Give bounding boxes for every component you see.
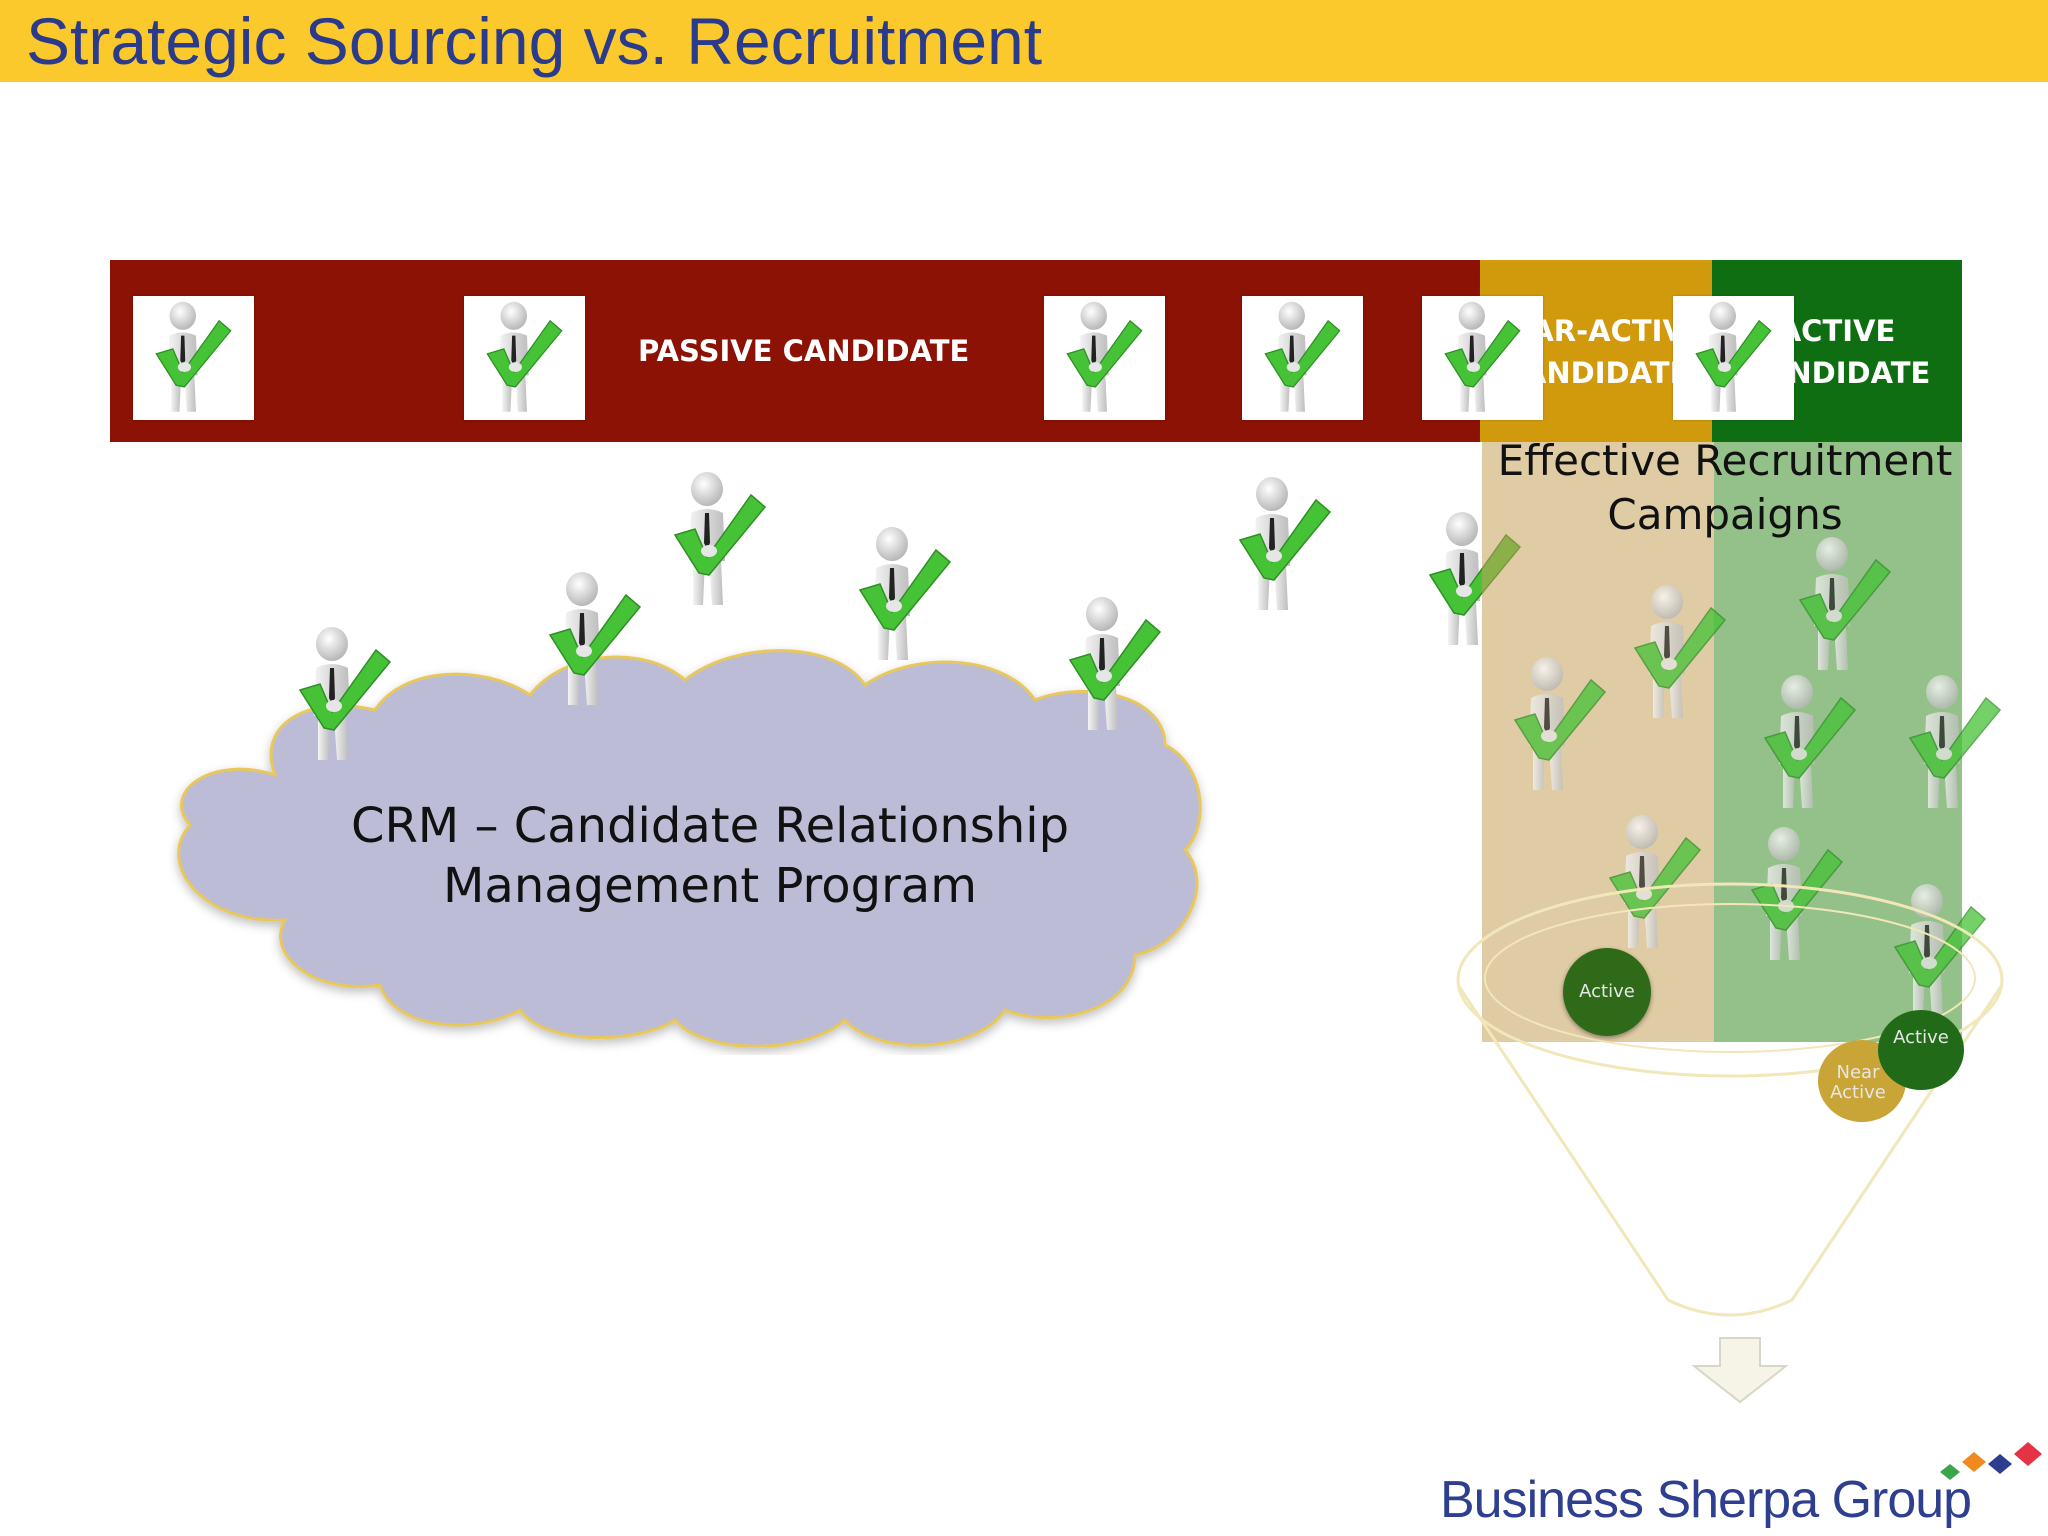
candidate-tile-icon: [1044, 296, 1165, 420]
candidate-tile-icon: [133, 296, 254, 420]
candidate-tile-icon: [1242, 296, 1363, 420]
candidate-figure-icon: [1790, 530, 1900, 680]
down-arrow-icon: [1691, 1337, 1789, 1404]
candidate-figure-icon: [1625, 578, 1735, 728]
slide-title: Strategic Sourcing vs. Recruitment: [26, 4, 1043, 78]
title-bar: Strategic Sourcing vs. Recruitment: [0, 0, 2048, 82]
candidate-figure-icon: [290, 620, 400, 770]
candidate-figure-icon: [540, 565, 650, 715]
passive-candidate-label: PASSIVE CANDIDATE: [638, 334, 970, 368]
company-logo-text: Business Sherpa Group: [1440, 1471, 1972, 1529]
near-active-column: [1482, 442, 1714, 1042]
candidate-figure-icon: [1755, 668, 1865, 818]
candidate-figure-icon: [665, 465, 775, 615]
candidate-figure-icon: [850, 520, 960, 670]
candidate-figure-icon: [1900, 668, 2010, 818]
candidate-tile-icon: [1673, 296, 1794, 420]
active-circle: Active: [1563, 948, 1651, 1036]
crm-cloud-shape: [177, 649, 1202, 1048]
candidate-tile-icon: [464, 296, 585, 420]
candidate-tile-icon: [1422, 296, 1543, 420]
candidate-figure-icon: [1230, 470, 1340, 620]
candidate-figure-icon: [1505, 650, 1615, 800]
funnel-shape: [1456, 882, 2004, 1317]
candidate-figure-icon: [1060, 590, 1170, 740]
recruitment-campaigns-label: Effective Recruitment Campaigns: [1497, 436, 1953, 539]
business-sherpa-logo-icon: [1940, 1442, 2042, 1480]
crm-program-label: CRM – Candidate Relationship Management …: [350, 798, 1070, 914]
active-circle-right: Active: [1878, 1010, 1964, 1090]
